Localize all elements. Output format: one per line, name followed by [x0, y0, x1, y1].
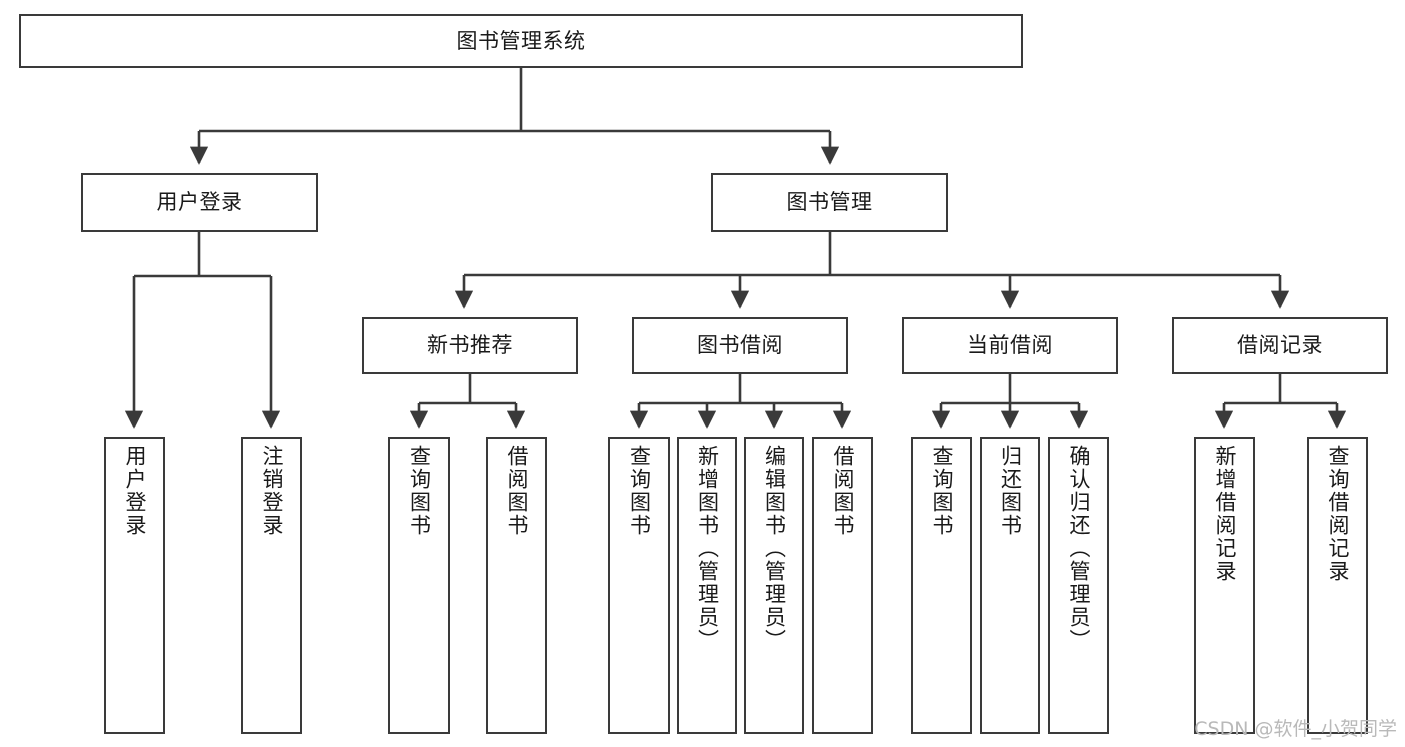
- node-label: 图书管理: [786, 190, 873, 215]
- node-label: 归还图书: [998, 445, 1023, 537]
- leaf-borrow-book[interactable]: 借阅图书: [812, 437, 873, 734]
- node-label: 图书借阅: [697, 333, 783, 358]
- node-user-login[interactable]: 用户登录: [81, 173, 318, 232]
- node-current-borrowing[interactable]: 当前借阅: [902, 317, 1118, 374]
- node-label: 用户登录: [123, 445, 147, 537]
- node-label: 借阅图书: [505, 445, 529, 537]
- csdn-watermark: CSDN @软件_小贺同学: [1194, 718, 1397, 740]
- node-label: 查询图书: [930, 445, 954, 537]
- leaf-user-login[interactable]: 用户登录: [104, 437, 165, 734]
- node-label: 新书推荐: [427, 333, 513, 358]
- leaf-add-borrow-record[interactable]: 新增借阅记录: [1194, 437, 1255, 734]
- leaf-add-book-admin[interactable]: 新增图书（管理员）: [677, 437, 737, 734]
- leaf-borrow-book-new[interactable]: 借阅图书: [486, 437, 547, 734]
- node-label: 查询图书: [627, 445, 652, 537]
- node-label: 查询借阅记录: [1326, 445, 1350, 583]
- leaf-user-logout[interactable]: 注销登录: [241, 437, 302, 734]
- node-label: 确认归还（管理员）: [1067, 445, 1091, 652]
- leaf-query-book-new[interactable]: 查询图书: [388, 437, 450, 734]
- node-label: 新增借阅记录: [1213, 445, 1237, 583]
- leaf-edit-book-admin[interactable]: 编辑图书（管理员）: [744, 437, 804, 734]
- node-new-book-recommendation[interactable]: 新书推荐: [362, 317, 578, 374]
- node-label: 借阅图书: [831, 445, 855, 537]
- node-label: 编辑图书（管理员）: [762, 445, 787, 652]
- leaf-confirm-return-admin[interactable]: 确认归还（管理员）: [1048, 437, 1109, 734]
- node-book-management[interactable]: 图书管理: [711, 173, 948, 232]
- node-book-borrowing[interactable]: 图书借阅: [632, 317, 848, 374]
- node-label: 借阅记录: [1237, 333, 1323, 358]
- node-label: 用户登录: [156, 190, 243, 215]
- node-label: 新增图书（管理员）: [695, 445, 720, 652]
- leaf-query-borrow-record[interactable]: 查询借阅记录: [1307, 437, 1368, 734]
- node-borrowing-record[interactable]: 借阅记录: [1172, 317, 1388, 374]
- node-label: 当前借阅: [967, 333, 1053, 358]
- node-root-system[interactable]: 图书管理系统: [19, 14, 1023, 68]
- leaf-query-book-borrow[interactable]: 查询图书: [608, 437, 670, 734]
- leaf-return-book[interactable]: 归还图书: [980, 437, 1040, 734]
- leaf-query-book-current[interactable]: 查询图书: [911, 437, 972, 734]
- node-label: 图书管理系统: [456, 28, 586, 53]
- node-label: 查询图书: [407, 445, 432, 537]
- node-label: 注销登录: [260, 445, 284, 537]
